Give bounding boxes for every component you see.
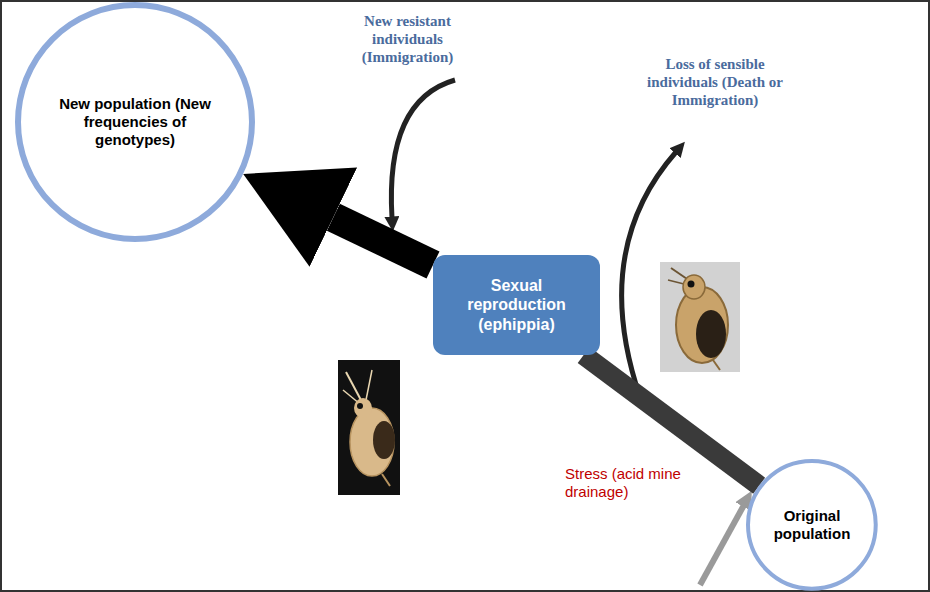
- circle-shape: [18, 5, 252, 239]
- text-holder: New population (New frequencies of genot…: [53, 95, 218, 149]
- process-box: Sexual reproduction (ephippia): [433, 255, 600, 355]
- flow-arrow: [333, 217, 433, 265]
- node-text: Original population: [757, 507, 867, 543]
- immigration-arrow: [391, 80, 455, 218]
- circle-shape: [748, 461, 876, 589]
- text-holder: Sexual reproduction (ephippia): [447, 276, 587, 334]
- box-shape: [433, 255, 600, 355]
- stress-arrow: [700, 505, 744, 585]
- population-circle: New population (New frequencies of genot…: [15, 2, 255, 242]
- annotation-label: Stress (acid mine drainage): [565, 465, 735, 501]
- daphnia-photo: [338, 360, 400, 495]
- daphnia-photo: [660, 262, 740, 372]
- node-text: Sexual reproduction (ephippia): [447, 276, 587, 334]
- annotation-label: Loss of sensible individuals (Death or I…: [640, 55, 790, 109]
- node-text: New population (New frequencies of genot…: [53, 95, 218, 149]
- text-holder: Original population: [757, 507, 867, 543]
- population-circle: Original population: [746, 459, 878, 591]
- annotation-label: New resistant individuals (Immigration): [345, 12, 470, 66]
